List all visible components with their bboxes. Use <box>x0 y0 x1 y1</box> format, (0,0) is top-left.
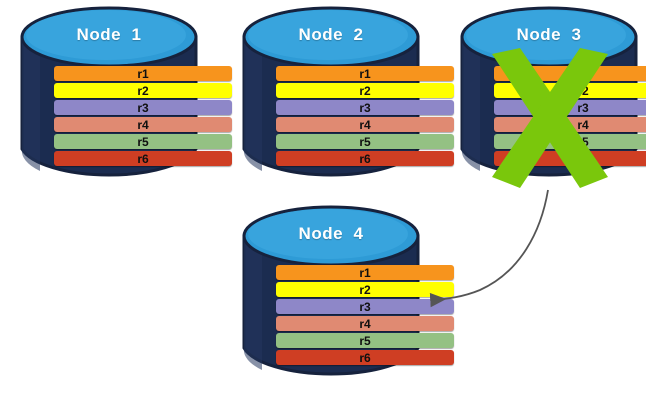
node-4-row-r4[interactable]: r4 <box>276 316 454 331</box>
node-4-row-r1[interactable]: r1 <box>276 265 454 280</box>
node-4-row-r6[interactable]: r6 <box>276 350 454 365</box>
node-3-row-r3[interactable]: r3 <box>494 100 646 115</box>
node-1-row-r5-label: r5 <box>137 134 149 149</box>
node-1-row-r6[interactable]: r6 <box>54 151 232 166</box>
node-2-row-r5-label: r5 <box>359 134 371 149</box>
node-2-row-r3-label: r3 <box>359 100 371 115</box>
node-2-row-r2-label: r2 <box>359 83 371 98</box>
node-4-row-r5-label: r5 <box>359 333 371 348</box>
node-2-row-r1-label: r1 <box>359 66 371 81</box>
node-2-row-r4[interactable]: r4 <box>276 117 454 132</box>
node-1-row-r3[interactable]: r3 <box>54 100 232 115</box>
node-3-row-r4[interactable]: r4 <box>494 117 646 132</box>
node-3-row-r6-label: r6 <box>577 151 589 166</box>
node-1-row-r1[interactable]: r1 <box>54 66 232 81</box>
node-4-row-r4-label: r4 <box>359 316 371 331</box>
node-4-row-r5[interactable]: r5 <box>276 333 454 348</box>
node-3-row-r4-label: r4 <box>577 117 589 132</box>
node-1-row-r3-label: r3 <box>137 100 149 115</box>
node-2-row-r2[interactable]: r2 <box>276 83 454 98</box>
node-4-row-r3[interactable]: r3 <box>276 299 454 314</box>
node-2-row-r6-label: r6 <box>359 151 371 166</box>
node-3-row-r6[interactable]: r6 <box>494 151 646 166</box>
node-4-row-r1-label: r1 <box>359 265 371 280</box>
node-2-rows: r1 r2 r3 r4 r5 r6 <box>242 66 488 166</box>
node-1-row-r5[interactable]: r5 <box>54 134 232 149</box>
node-3-row-r5-label: r5 <box>577 134 589 149</box>
node-4-row-r2-label: r2 <box>359 282 371 297</box>
node-2-row-r4-label: r4 <box>359 117 371 132</box>
node-4-rows: r1 r2 r3 r4 r5 r6 <box>242 265 488 365</box>
node-3-row-r5[interactable]: r5 <box>494 134 646 149</box>
node-3-row-r1[interactable]: r1 <box>494 66 646 81</box>
node-1-row-r2[interactable]: r2 <box>54 83 232 98</box>
node-1-row-r2-label: r2 <box>137 83 149 98</box>
node-2-row-r1[interactable]: r1 <box>276 66 454 81</box>
node-1-rows: r1 r2 r3 r4 r5 r6 <box>20 66 266 166</box>
node-4-row-r3-label: r3 <box>359 299 371 314</box>
node-4-row-r2[interactable]: r2 <box>276 282 454 297</box>
node-3-row-r2-label: r2 <box>577 83 589 98</box>
node-1-row-r6-label: r6 <box>137 151 149 166</box>
node-3-rows: r1 r2 r3 r4 r5 r6 <box>460 66 646 166</box>
node-2-row-r3[interactable]: r3 <box>276 100 454 115</box>
node-1-row-r4[interactable]: r4 <box>54 117 232 132</box>
node-1-row-r4-label: r4 <box>137 117 149 132</box>
node-4-row-r6-label: r6 <box>359 350 371 365</box>
node-3-row-r2[interactable]: r2 <box>494 83 646 98</box>
node-3-row-r3-label: r3 <box>577 100 589 115</box>
node-2-row-r6[interactable]: r6 <box>276 151 454 166</box>
node-1-row-r1-label: r1 <box>137 66 149 81</box>
node-2-row-r5[interactable]: r5 <box>276 134 454 149</box>
node-3-row-r1-label: r1 <box>577 66 589 81</box>
